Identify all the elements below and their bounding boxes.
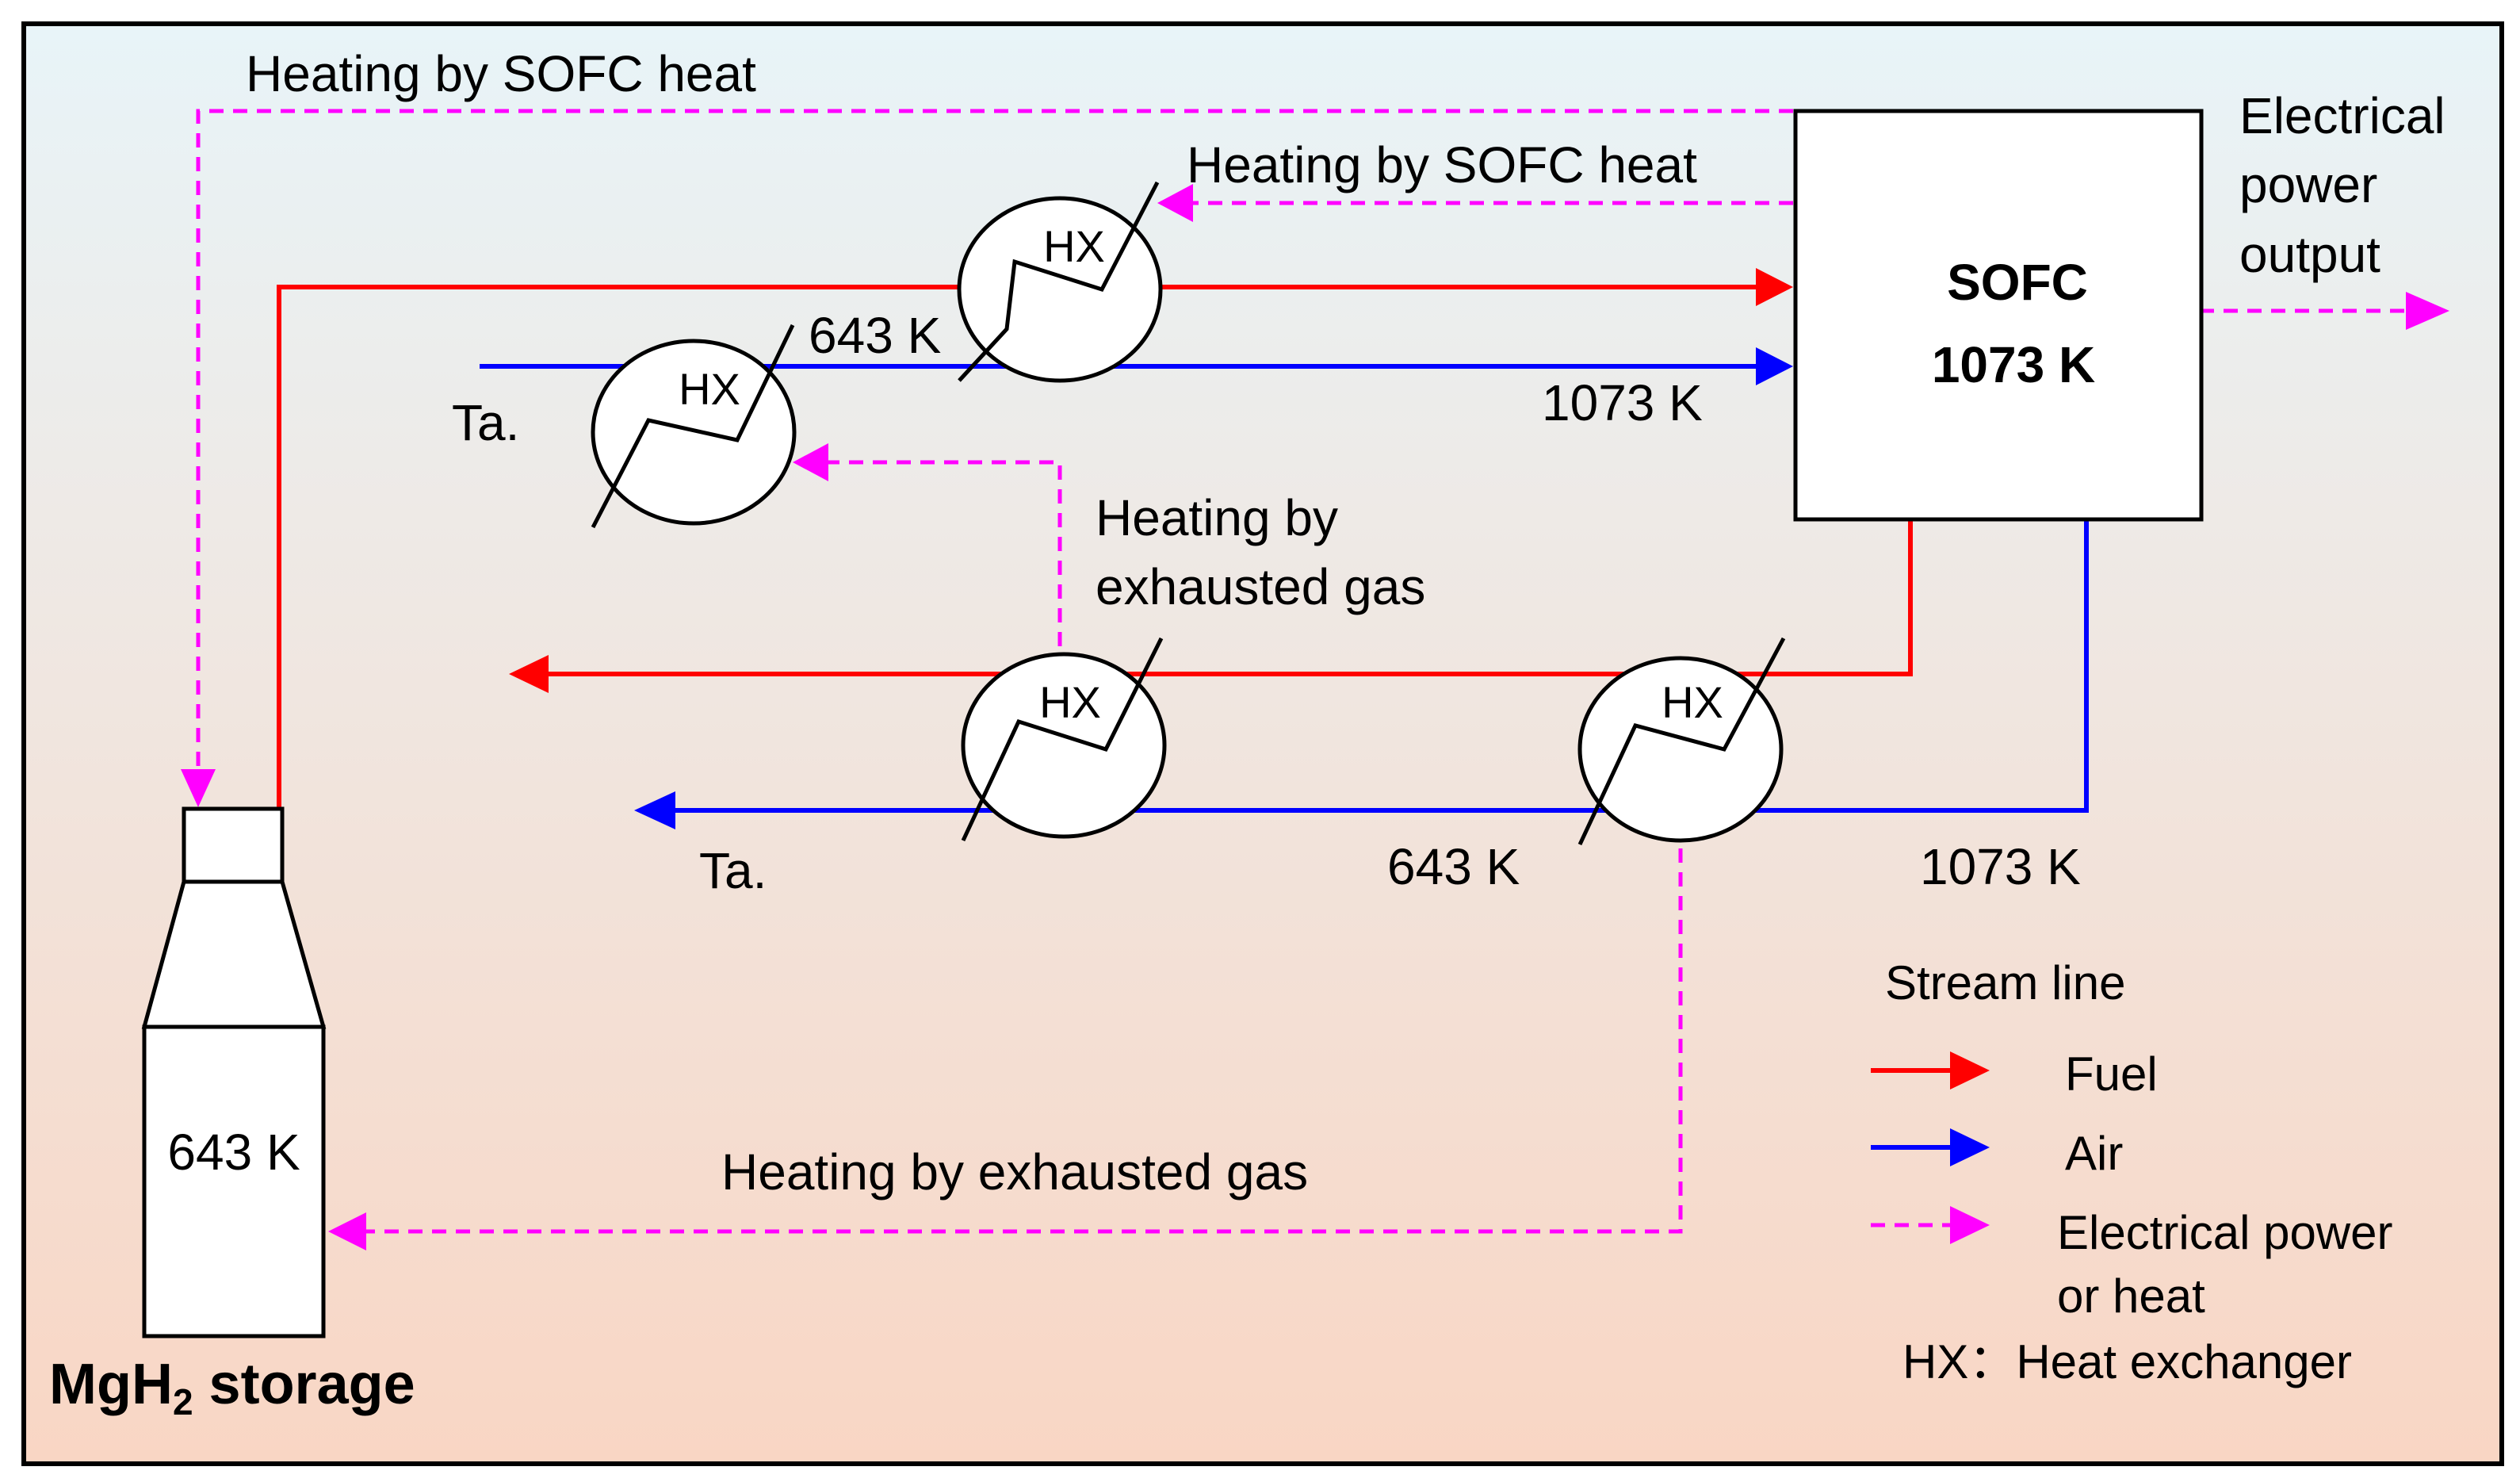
- storage-label: MgH2 storage: [49, 1353, 415, 1423]
- legend-hx-note: HX：Heat exchanger: [1902, 1335, 2352, 1388]
- arrowhead-to-storage-bottom: [328, 1212, 366, 1250]
- label-ta-upper: Ta.: [452, 394, 519, 451]
- heat-line-exhaust-to-hx-left: [794, 460, 1062, 646]
- heat-exchanger-air-preheat: HX: [591, 324, 797, 529]
- tank-body: [142, 1024, 326, 1338]
- fuel-arrowheads: [509, 268, 1793, 693]
- legend-power-heat-arrowhead: [1950, 1206, 1990, 1244]
- sofc-temperature: 1073 K: [1932, 336, 2095, 393]
- heat-line-exhaust-to-storage: [333, 848, 1683, 1234]
- heat-exchanger-air-exhaust: HX: [1577, 637, 1786, 846]
- arrowhead-fuel-to-sofc: [1756, 268, 1793, 306]
- legend-air-label: Air: [2065, 1127, 2123, 1180]
- air-arrowheads: [634, 347, 1793, 829]
- label-heating-sofc-mid: Heating by SOFC heat: [1187, 136, 1697, 193]
- label-heating-exhaust-2: exhausted gas: [1096, 558, 1425, 615]
- arrowhead-fuel-exhaust-out: [509, 655, 549, 693]
- hx-label-upper: HX: [1043, 221, 1105, 271]
- fuel-line-storage-to-sofc: [277, 285, 1756, 807]
- legend-air-arrowhead: [1950, 1128, 1990, 1166]
- air-line-sofc-exhaust: [674, 519, 2089, 813]
- label-temp-643-upper: 643 K: [809, 307, 941, 364]
- label-temp-643-lower: 643 K: [1387, 838, 1520, 895]
- label-heating-exhaust-bottom: Heating by exhausted gas: [721, 1143, 1308, 1201]
- label-ta-lower: Ta.: [699, 842, 767, 899]
- legend-fuel-arrowhead: [1950, 1051, 1990, 1089]
- hx-label-bottom-right: HX: [1662, 677, 1723, 727]
- legend: Stream line Fuel Air Electrical power or…: [1871, 956, 2393, 1388]
- label-heating-exhaust-1: Heating by: [1096, 489, 1338, 546]
- legend-title: Stream line: [1885, 956, 2125, 1009]
- sofc-unit: SOFC 1073 K: [1793, 109, 2204, 522]
- label-electrical-output-1: Electrical: [2239, 87, 2445, 144]
- label-electrical-output-3: output: [2239, 226, 2380, 283]
- arrowhead-air-exhaust-out: [634, 791, 675, 829]
- heat-exchanger-fuel-preheat: HX: [957, 181, 1163, 383]
- sofc-title: SOFC: [1947, 254, 2088, 311]
- legend-power-heat-label-2: or heat: [2057, 1269, 2205, 1323]
- arrowhead-to-storage-top: [181, 769, 216, 807]
- label-temp-1073-air-in: 1073 K: [1542, 374, 1703, 431]
- arrowhead-to-hx-left: [793, 443, 828, 481]
- tank-cap: [182, 806, 285, 884]
- label-electrical-output-2: power: [2239, 156, 2377, 213]
- label-temp-1073-lower: 1073 K: [1920, 838, 2081, 895]
- label-heating-sofc-top: Heating by SOFC heat: [246, 45, 756, 102]
- arrowhead-air-to-sofc: [1756, 347, 1793, 385]
- power-heat-arrowheads: [181, 184, 2449, 1250]
- storage-temperature: 643 K: [167, 1124, 300, 1181]
- hx-label-bottom-left: HX: [1039, 677, 1101, 727]
- legend-fuel-label: Fuel: [2065, 1047, 2158, 1101]
- arrowhead-electrical-output: [2406, 292, 2449, 330]
- arrowhead-to-hx-upper: [1157, 184, 1193, 222]
- legend-power-heat-label-1: Electrical power: [2057, 1206, 2393, 1259]
- power-heat-lines: [196, 109, 2406, 1234]
- heat-line-sofc-to-storage: [196, 109, 1793, 769]
- mgh2-storage-tank: 643 K: [141, 806, 327, 1338]
- hx-label-left: HX: [679, 364, 740, 414]
- heat-exchanger-fuel-exhaust: HX: [961, 637, 1167, 842]
